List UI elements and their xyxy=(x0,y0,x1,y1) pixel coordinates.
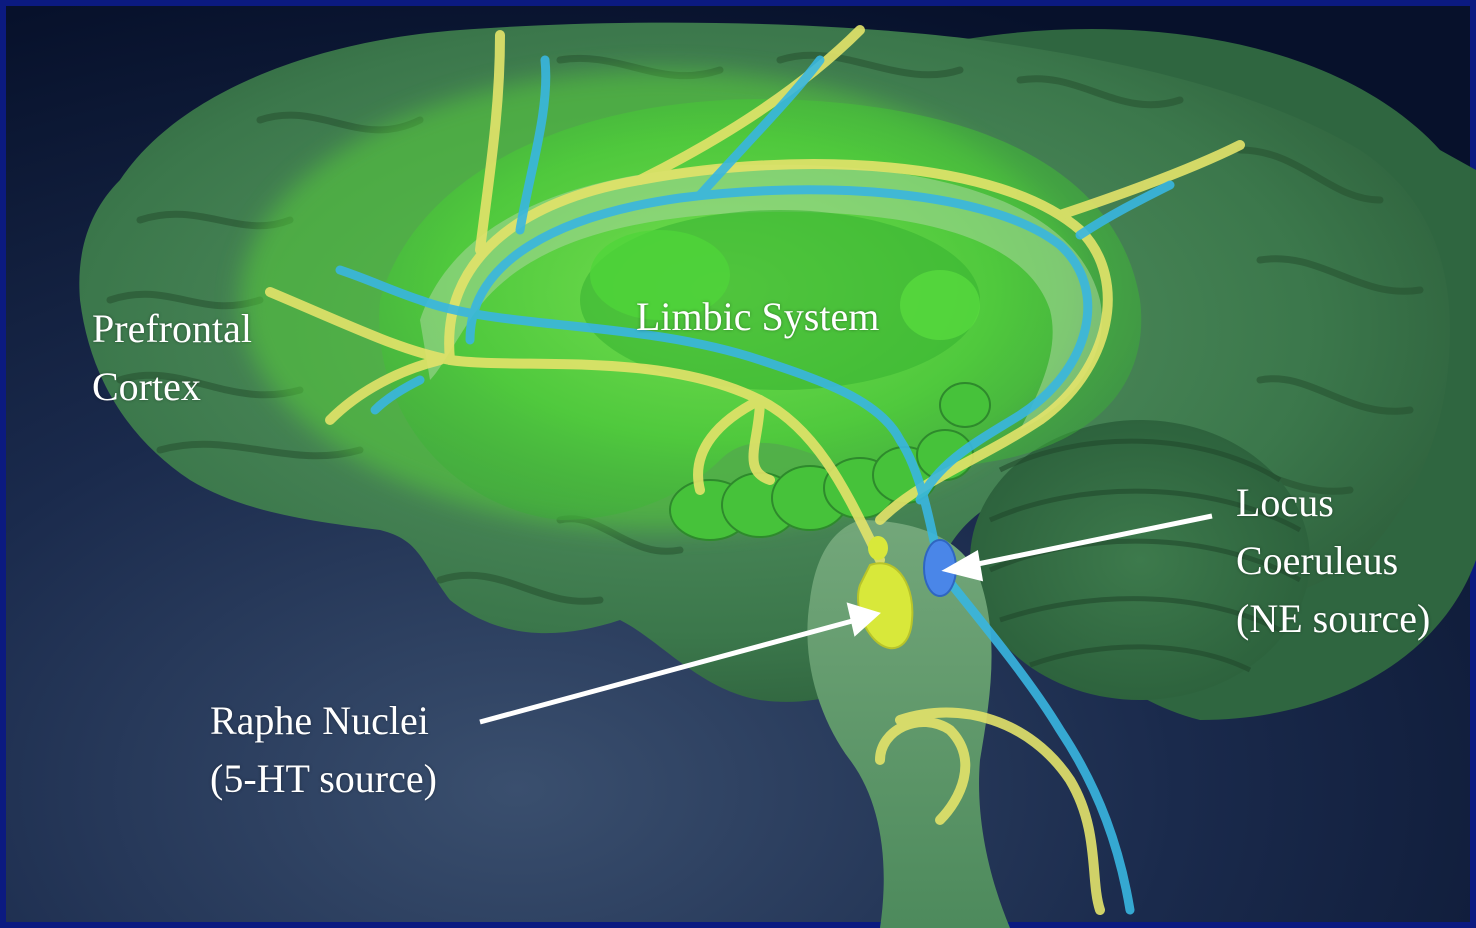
locus-coeruleus-label-line-1: Locus xyxy=(1236,474,1430,532)
raphe-nucleus-upper xyxy=(868,536,888,560)
locus-coeruleus-label: Locus Coeruleus (NE source) xyxy=(1236,474,1430,648)
raphe-nuclei-label: Raphe Nuclei (5-HT source) xyxy=(210,692,437,808)
raphe-nuclei-label-line-2: (5-HT source) xyxy=(210,750,437,808)
locus-coeruleus-label-line-3: (NE source) xyxy=(1236,590,1430,648)
prefrontal-cortex-label: Prefrontal Cortex xyxy=(92,300,252,416)
locus-coeruleus-label-line-2: Coeruleus xyxy=(1236,532,1430,590)
limbic-system-label: Limbic System xyxy=(636,288,879,346)
prefrontal-cortex-label-line-2: Cortex xyxy=(92,358,252,416)
prefrontal-cortex-label-line-1: Prefrontal xyxy=(92,300,252,358)
raphe-nuclei-label-line-1: Raphe Nuclei xyxy=(210,692,437,750)
fornix-body xyxy=(900,270,980,340)
limbic-system-label-text: Limbic System xyxy=(636,288,879,346)
